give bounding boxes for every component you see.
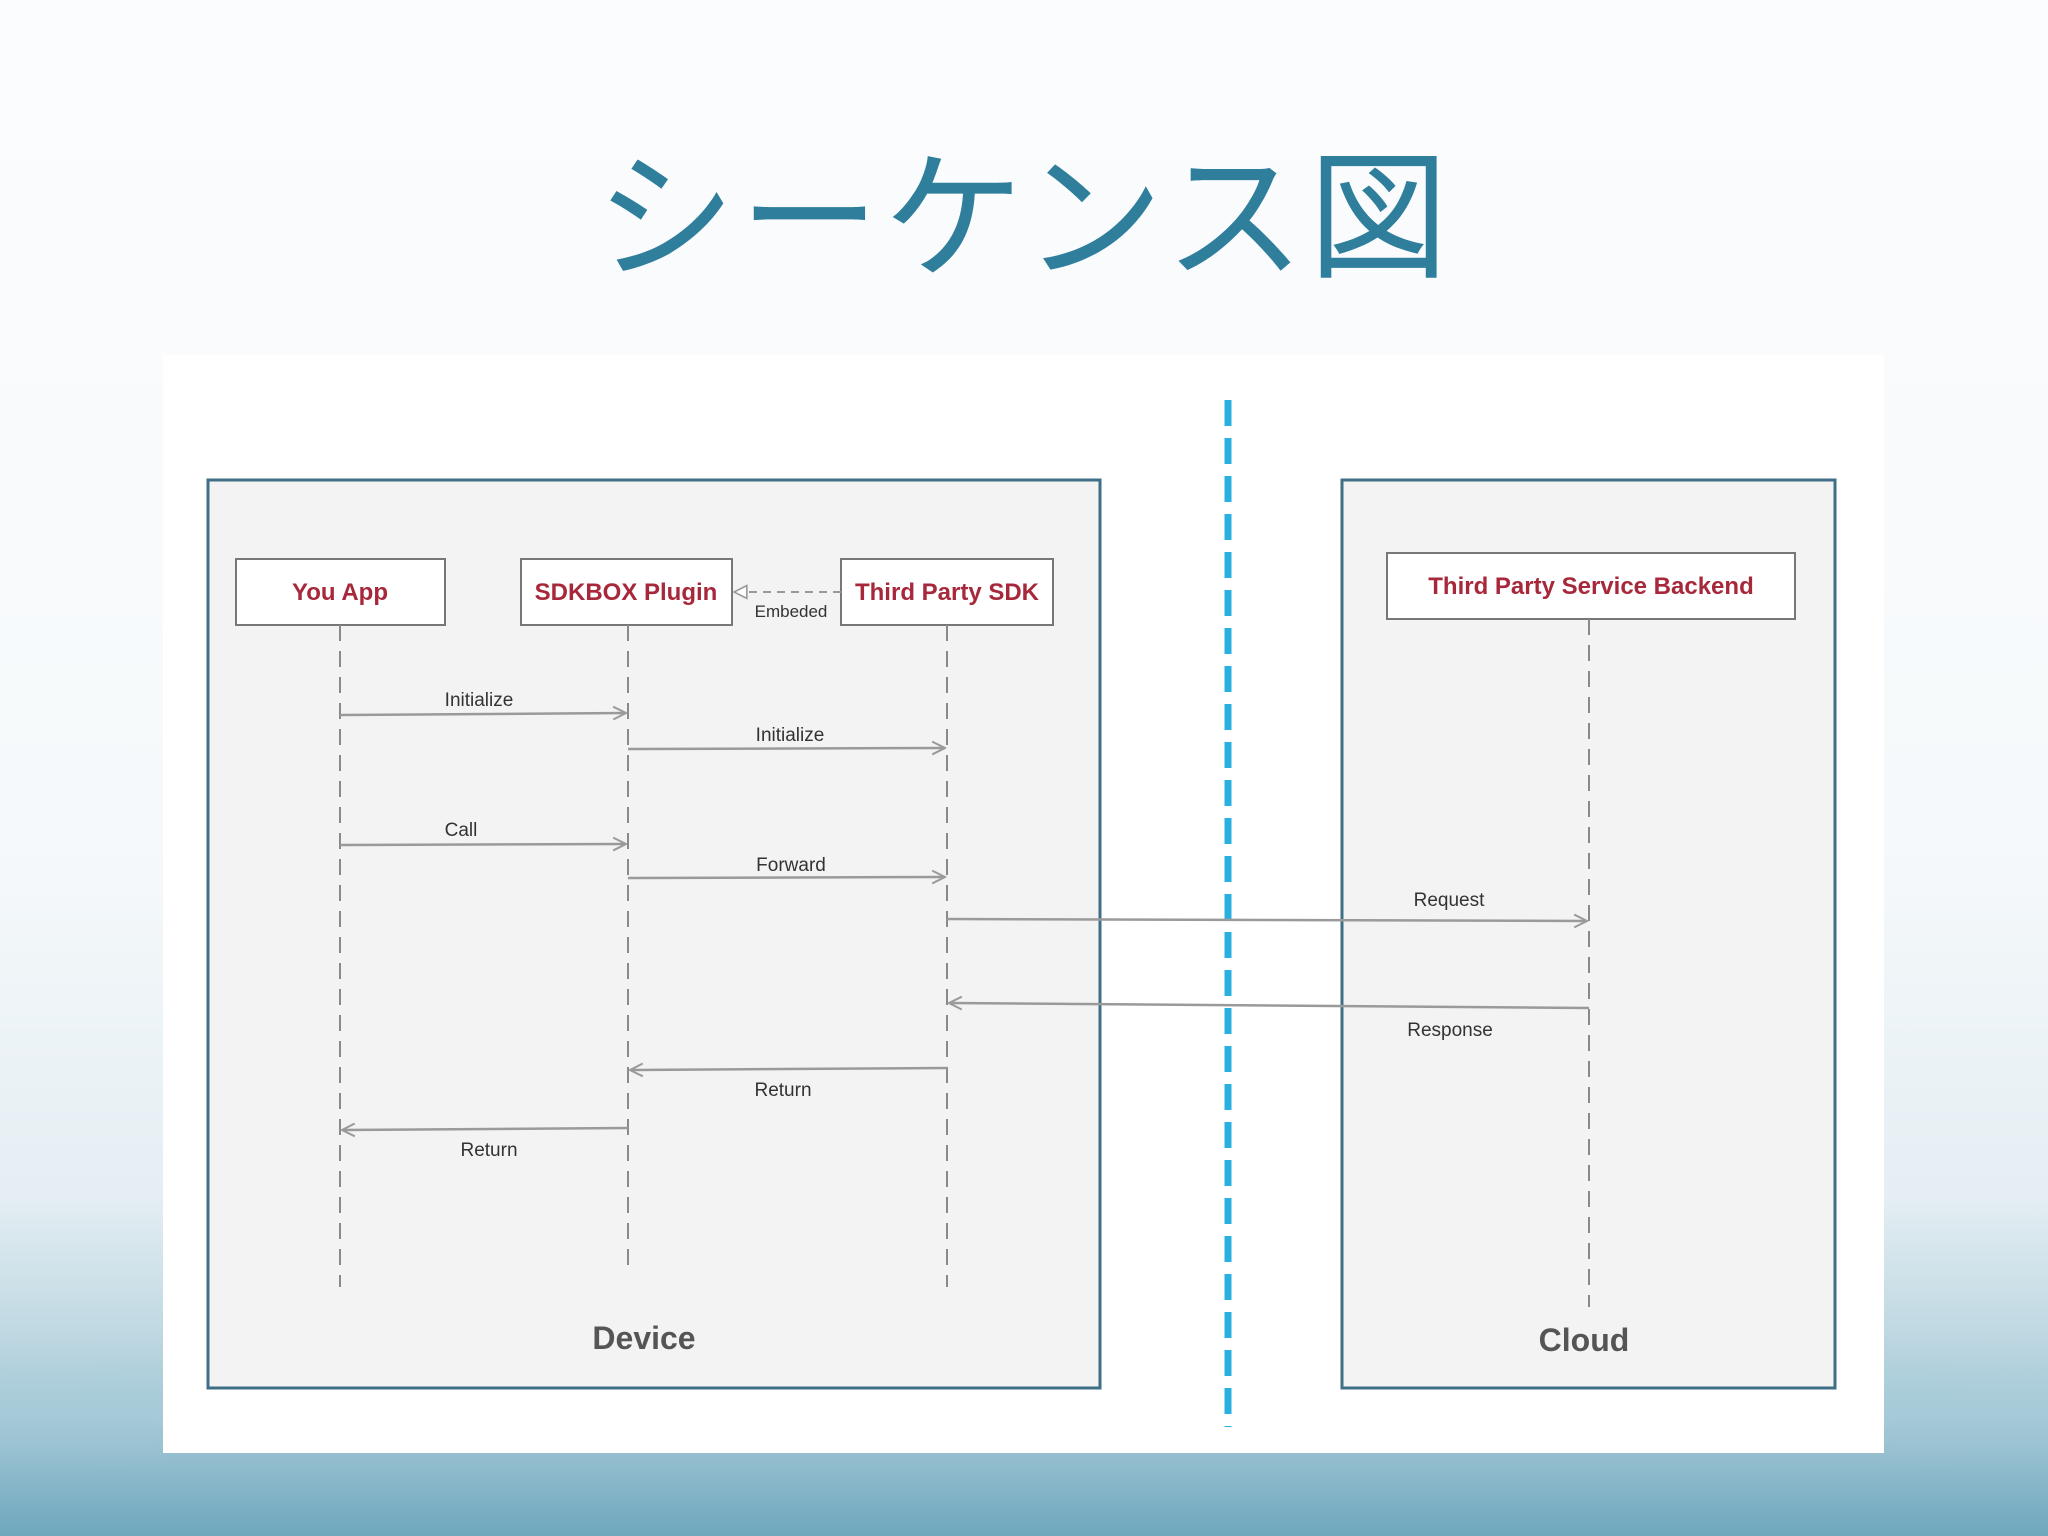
message-label-call: Call bbox=[445, 820, 478, 841]
message-label-forward: Forward bbox=[756, 855, 826, 876]
actor-box-third-party-service-backend bbox=[1386, 552, 1796, 620]
actor-box-you-app bbox=[235, 558, 446, 626]
message-label-return-1: Return bbox=[754, 1080, 811, 1101]
cloud-label: Cloud bbox=[1539, 1322, 1630, 1358]
actor-label-third-party-service-backend: Third Party Service Backend bbox=[1428, 573, 1753, 600]
sequence-diagram: Device Cloud You App SDKBOX Plugin Third… bbox=[206, 400, 1837, 1427]
device-label: Device bbox=[592, 1320, 695, 1356]
message-label-response: Response bbox=[1407, 1020, 1493, 1041]
actor-label-you-app: You App bbox=[292, 579, 388, 606]
message-arrow-call bbox=[339, 844, 626, 845]
embed-label: Embeded bbox=[755, 602, 828, 621]
message-arrow-initialize-1 bbox=[339, 713, 626, 715]
message-arrow-return-2 bbox=[342, 1128, 629, 1130]
message-label-return-2: Return bbox=[460, 1140, 517, 1161]
actor-label-sdkbox-plugin: SDKBOX Plugin bbox=[535, 579, 718, 606]
message-arrow-initialize-2 bbox=[627, 748, 945, 749]
sequence-diagram-panel: Device Cloud You App SDKBOX Plugin Third… bbox=[163, 355, 1884, 1453]
slide-title: シーケンス図 bbox=[595, 138, 1453, 301]
actor-box-sdkbox-plugin bbox=[520, 558, 733, 626]
message-arrow-return-1 bbox=[630, 1068, 948, 1070]
message-label-initialize-1: Initialize bbox=[445, 690, 514, 711]
actor-label-third-party-sdk: Third Party SDK bbox=[855, 579, 1040, 606]
device-frame bbox=[206, 478, 1102, 1390]
message-arrow-request bbox=[946, 919, 1587, 921]
message-label-request: Request bbox=[1414, 890, 1485, 911]
message-arrow-forward bbox=[627, 877, 945, 878]
message-arrow-response bbox=[949, 1003, 1590, 1008]
message-label-initialize-2: Initialize bbox=[756, 725, 825, 746]
